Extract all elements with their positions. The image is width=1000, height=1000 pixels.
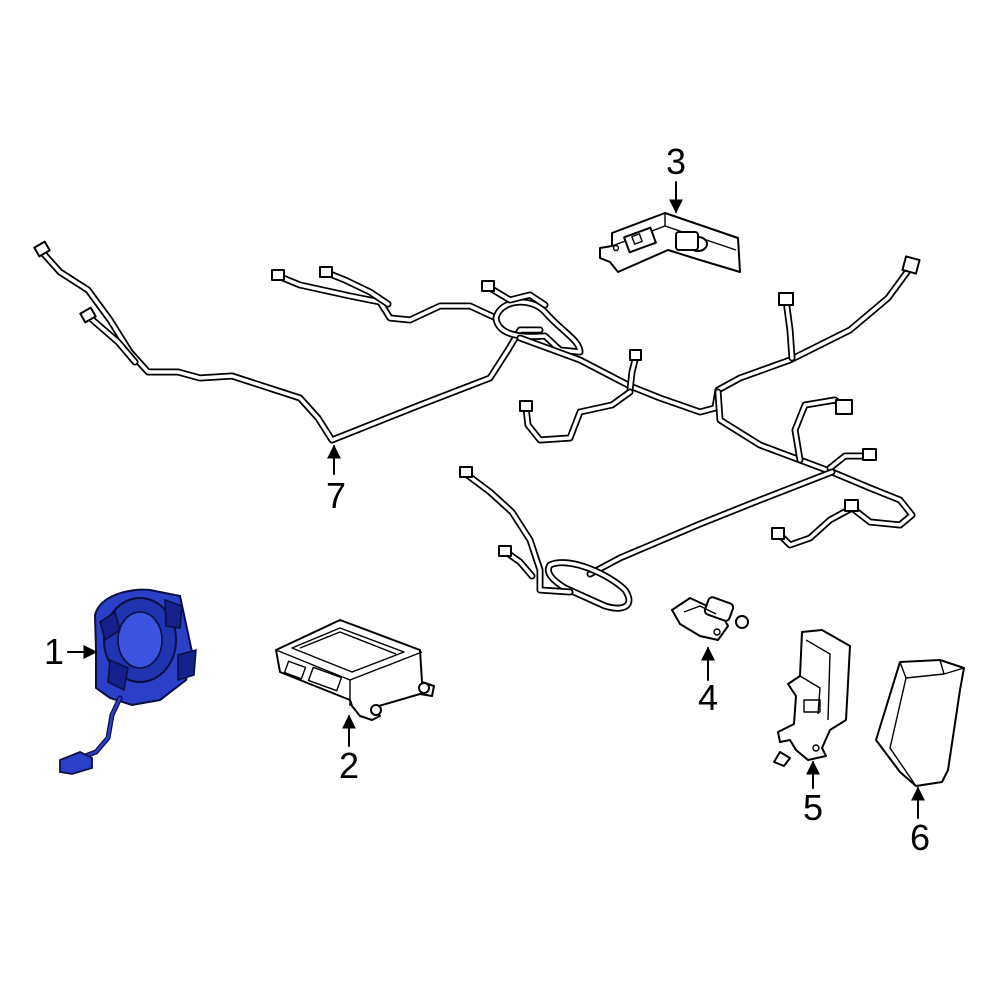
callout-7[interactable]: 7 [326,475,346,516]
callout-6[interactable]: 6 [910,817,930,858]
callout-4[interactable]: 4 [698,677,718,718]
side-airbag-cover[interactable] [875,659,965,787]
callout-numbers: 1 2 3 4 5 6 7 [44,141,930,858]
seat-position-sensor[interactable] [773,629,851,767]
airbag-control-module[interactable] [275,619,435,721]
wiring-harness[interactable] [33,240,921,612]
impact-sensor[interactable] [671,596,749,641]
clockspring-connector [59,751,93,775]
clockspring[interactable] [59,588,197,775]
callout-5[interactable]: 5 [803,787,823,828]
callout-leaders [67,181,925,819]
impact-sensor-bracket[interactable] [599,212,741,273]
callout-1[interactable]: 1 [44,631,64,672]
harness-connectors [33,240,921,557]
callout-3[interactable]: 3 [666,141,686,182]
callout-2[interactable]: 2 [339,745,359,786]
